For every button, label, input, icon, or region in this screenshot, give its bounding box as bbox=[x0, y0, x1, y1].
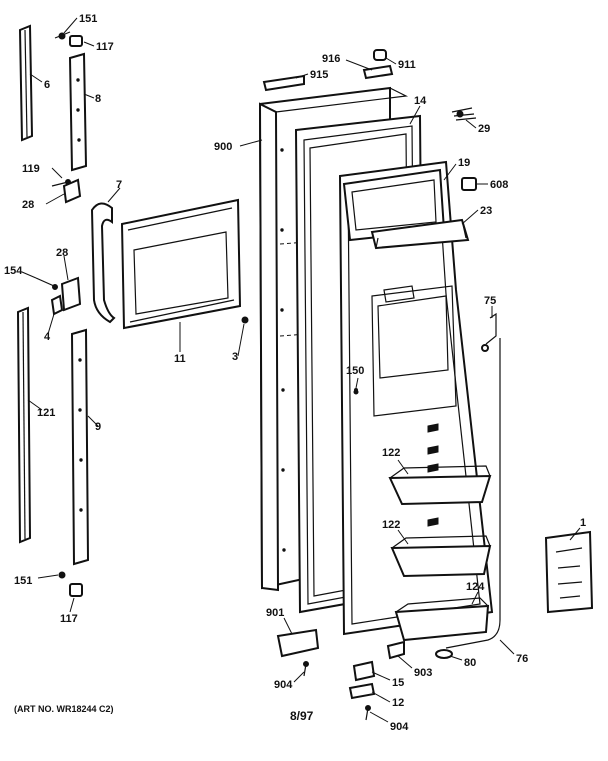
part-12-bracket bbox=[348, 682, 376, 700]
callout-14: 14 bbox=[414, 95, 427, 107]
part-124-bottom-bin bbox=[394, 597, 490, 642]
part-6-trim-strip bbox=[18, 24, 34, 142]
door-liner bbox=[338, 160, 494, 636]
part-117-cap-top bbox=[69, 35, 83, 47]
part-28-bracket-top bbox=[62, 178, 82, 204]
callout-7: 7 bbox=[116, 179, 122, 191]
part-151-screw-bottom bbox=[58, 571, 66, 579]
callout-122-upper: 122 bbox=[382, 447, 400, 459]
callout-904-bottom: 904 bbox=[390, 721, 409, 733]
part-911-cap bbox=[373, 49, 387, 61]
part-121-trim-strip bbox=[16, 306, 32, 544]
part-15-cam bbox=[352, 660, 376, 682]
part-904-screw-bottom bbox=[365, 705, 371, 721]
callout-117-top: 117 bbox=[96, 41, 114, 53]
callout-4: 4 bbox=[44, 331, 51, 343]
callout-6: 6 bbox=[44, 79, 50, 91]
drawing-date: 8/97 bbox=[290, 709, 314, 723]
part-76-tube bbox=[445, 338, 501, 649]
leader-lines bbox=[21, 17, 581, 723]
part-608-switch bbox=[461, 177, 477, 191]
callout-900: 900 bbox=[214, 141, 232, 153]
callout-labels: 151 117 6 8 119 28 7 28 154 4 121 9 11 3… bbox=[4, 13, 586, 733]
part-28-bracket-bottom bbox=[60, 276, 82, 312]
part-4-clip bbox=[50, 294, 64, 316]
part-9-handle-rail bbox=[70, 328, 90, 566]
callout-28-bottom: 28 bbox=[56, 247, 68, 259]
part-903-hinge bbox=[386, 640, 405, 660]
callout-3: 3 bbox=[232, 351, 238, 363]
callout-80: 80 bbox=[464, 657, 476, 669]
part-904-screw-left bbox=[303, 661, 309, 677]
callout-75: 75 bbox=[484, 295, 496, 307]
callout-903: 903 bbox=[414, 667, 432, 679]
callout-29: 29 bbox=[478, 123, 490, 135]
part-916-bracket bbox=[362, 64, 394, 80]
part-151-screw-top bbox=[54, 31, 71, 40]
part-154-screw bbox=[35, 277, 58, 290]
callout-121: 121 bbox=[37, 407, 55, 419]
part-8-handle-rail bbox=[68, 52, 88, 172]
part-11-window-frame bbox=[120, 198, 242, 330]
part-3-screw bbox=[241, 316, 249, 324]
callout-608: 608 bbox=[490, 179, 508, 191]
callout-9: 9 bbox=[95, 421, 101, 433]
callout-124: 124 bbox=[466, 581, 485, 593]
part-29-wire-harness bbox=[451, 107, 477, 121]
callout-150: 150 bbox=[346, 365, 364, 377]
part-80-bushing bbox=[435, 649, 453, 659]
callout-23: 23 bbox=[480, 205, 492, 217]
part-901-hinge-cover bbox=[276, 628, 320, 658]
callout-8: 8 bbox=[95, 93, 101, 105]
callout-151-bottom: 151 bbox=[14, 575, 32, 587]
part-122-bin-upper bbox=[388, 465, 492, 506]
callout-19: 19 bbox=[458, 157, 470, 169]
callout-117-bottom: 117 bbox=[60, 613, 78, 625]
part-7-door-handle bbox=[90, 202, 116, 324]
callout-28-top: 28 bbox=[22, 199, 34, 211]
part-23-shelf bbox=[370, 218, 470, 250]
callout-915: 915 bbox=[310, 69, 328, 81]
callout-151-top: 151 bbox=[79, 13, 97, 25]
callout-76: 76 bbox=[516, 653, 528, 665]
callout-1: 1 bbox=[580, 517, 586, 529]
callout-901: 901 bbox=[266, 607, 284, 619]
callout-122-lower: 122 bbox=[382, 519, 400, 531]
callout-119: 119 bbox=[22, 163, 40, 175]
callout-15: 15 bbox=[392, 677, 404, 689]
part-1-booklet bbox=[544, 530, 594, 614]
part-915-cover bbox=[262, 74, 305, 92]
part-122-bin-lower bbox=[390, 535, 492, 578]
callout-911: 911 bbox=[398, 59, 416, 71]
art-number: (ART NO. WR18244 C2) bbox=[14, 704, 114, 714]
part-117-cap-bottom bbox=[69, 583, 83, 597]
callout-916: 916 bbox=[322, 53, 340, 65]
callout-11: 11 bbox=[174, 353, 186, 365]
callout-154: 154 bbox=[4, 265, 23, 277]
callout-904-left: 904 bbox=[274, 679, 293, 691]
callout-12: 12 bbox=[392, 697, 404, 709]
part-150-screw bbox=[354, 388, 358, 392]
part-75-tube bbox=[481, 312, 497, 352]
